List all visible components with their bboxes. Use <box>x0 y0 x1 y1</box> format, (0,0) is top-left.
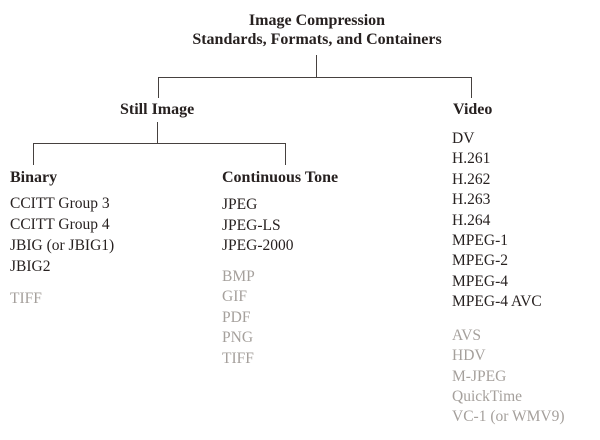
video-format-item: M-JPEG <box>452 367 507 385</box>
video-format-item: HDV <box>452 347 486 365</box>
video-standard-item: DV <box>452 130 475 147</box>
video-standard-item: MPEG-2 <box>452 252 508 270</box>
video-standard-item: H.264 <box>452 211 491 229</box>
video-format-item: QuickTime <box>452 387 523 405</box>
video-standard-item: H.261 <box>452 150 491 168</box>
continuous-tone-standard-item: JPEG <box>222 196 258 213</box>
connector-still-bar <box>33 143 286 144</box>
continuous-tone-formats-muted-list: BMP GIF PDF PNG TIFF <box>222 267 255 369</box>
continuous-tone-standard-item: JPEG-2000 <box>222 237 294 254</box>
video-standard-item: MPEG-1 <box>452 232 508 250</box>
branch-label-still-image: Still Image <box>120 101 195 118</box>
continuous-tone-standard-item: JPEG-LS <box>222 216 281 234</box>
binary-formats-muted-list: TIFF <box>10 288 42 309</box>
diagram-title-line-1: Image Compression <box>248 12 386 29</box>
continuous-tone-format-item: BMP <box>222 268 255 285</box>
connector-root-stem <box>316 55 317 77</box>
binary-format-item: TIFF <box>10 290 42 307</box>
connector-root-drop-right <box>471 77 472 98</box>
connector-still-drop-right <box>285 143 286 165</box>
video-format-item: AVS <box>452 327 482 344</box>
binary-standard-item: JBIG (or JBIG1) <box>10 237 115 254</box>
connector-root-bar <box>158 77 472 78</box>
connector-still-stem <box>157 122 158 143</box>
connector-root-drop-left <box>158 77 159 98</box>
continuous-tone-format-item: TIFF <box>222 349 254 367</box>
diagram-title-line-2: Standards, Formats, and Containers <box>192 31 442 48</box>
binary-standard-item: CCITT Group 3 <box>10 195 110 212</box>
video-format-item: VC-1 (or WMV9) <box>452 408 565 426</box>
continuous-tone-format-item: GIF <box>222 288 247 306</box>
branch-label-binary: Binary <box>10 169 58 186</box>
connector-still-drop-left <box>33 143 34 165</box>
binary-standards-list: CCITT Group 3 CCITT Group 4 JBIG (or JBIG1… <box>10 193 114 277</box>
video-standard-item: H.263 <box>452 191 491 209</box>
continuous-tone-format-item: PNG <box>222 329 254 347</box>
continuous-tone-standards-list: JPEG JPEG-LS JPEG-2000 <box>222 195 293 257</box>
video-standard-item: MPEG-4 <box>452 272 508 290</box>
continuous-tone-format-item: PDF <box>222 308 251 326</box>
branch-label-continuous-tone: Continuous Tone <box>222 169 339 186</box>
video-standard-item: H.262 <box>452 170 491 188</box>
diagram-title: Image Compression Standards, Formats, an… <box>117 11 517 49</box>
video-standard-item: MPEG-4 AVC <box>452 293 542 311</box>
binary-standard-item: JBIG2 <box>10 258 51 275</box>
branch-label-video: Video <box>453 101 493 118</box>
binary-standard-item: CCITT Group 4 <box>10 216 110 233</box>
